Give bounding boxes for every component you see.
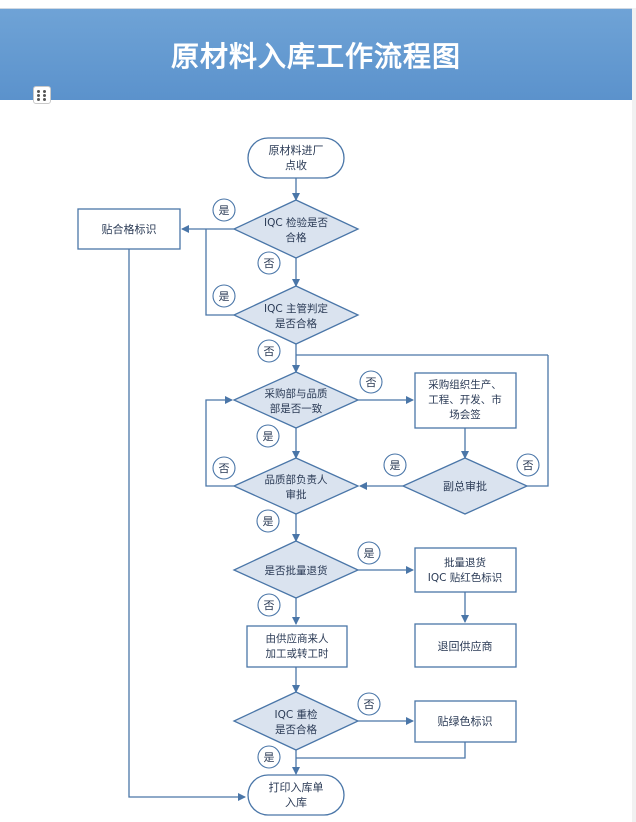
svg-text:否: 否 [264,257,275,270]
qa-head-line2: 审批 [286,488,307,501]
pass-label-text: 贴合格标识 [102,222,157,236]
svg-text:是: 是 [263,430,274,443]
svg-text:是: 是 [390,459,401,472]
svg-text:否: 否 [523,459,534,472]
print-line1: 打印入库单 [269,780,324,794]
vp-approval-diamond [401,457,529,515]
qa-head-diamond [232,457,360,515]
edge-qa-loop [205,396,234,487]
recheck-line1: IQC 重检 [274,708,318,721]
svg-text:是: 是 [264,751,275,764]
recheck-diamond [232,691,360,751]
iqc-check-line1: IQC 检验是否 [264,216,329,229]
return-supplier-box [414,623,517,668]
supervisor-line2: 是否合格 [275,317,317,330]
yes-label-batch: 是 [357,541,381,565]
svg-text:是: 是 [263,515,274,528]
pass-label-box [77,208,181,250]
purchasing-meeting-box [414,372,517,429]
return-label-line1: 批量退货 [444,556,486,569]
iqc-check-line2: 合格 [286,231,307,244]
svg-text:否: 否 [366,376,377,389]
drag-handle-icon[interactable] [33,86,51,104]
recheck-line2: 是否合格 [275,723,317,736]
supplier-rework-line2: 加工或转工时 [266,647,329,660]
yes-label-qa: 是 [256,509,280,533]
edge-labels: 是 否 是 否 否 是 否 是 否 是 是 否 否 是 [212,198,540,769]
supplier-rework-box [246,625,348,668]
yes-label-consistency: 是 [256,424,280,448]
start-line1: 原材料进厂 [269,143,324,157]
no-label-vp: 否 [516,453,540,477]
green-label-text: 贴绿色标识 [438,714,493,728]
start-line2: 点收 [285,158,307,172]
svg-text:是: 是 [364,547,375,560]
consistency-line2: 部是否一致 [270,402,323,415]
svg-text:是: 是 [219,204,230,217]
edge-supervisor-pass [205,229,234,316]
return-supplier-text: 退回供应商 [438,639,493,653]
edge-green-print [296,742,466,759]
purchasing-line1: 采购组织生产、 [428,378,502,391]
page-edge [632,8,636,822]
iqc-check-diamond [232,199,360,259]
title-banner: 原材料入库工作流程图 [0,8,632,100]
svg-text:否: 否 [264,345,275,358]
connectors [128,178,549,801]
supervisor-diamond [232,285,360,345]
purchasing-line3: 场会签 [449,408,481,421]
yes-label-vp: 是 [383,453,407,477]
qa-head-line1: 品质部负责人 [265,473,328,486]
edge-vp-loop [527,355,549,487]
return-label-box [414,547,517,593]
print-line2: 入库 [285,796,307,809]
purchasing-line2: 工程、开发、市 [428,393,502,406]
svg-text:是: 是 [219,290,230,303]
svg-text:否: 否 [219,462,230,475]
edge-pass-print [128,249,246,801]
no-label-consistency: 否 [359,370,383,394]
no-label-qa: 否 [212,456,236,480]
svg-text:否: 否 [364,698,375,711]
no-label-supervisor: 否 [257,339,281,363]
yes-label-supervisor: 是 [212,284,236,308]
no-label-recheck: 否 [357,692,381,716]
green-label-box [414,700,517,743]
supervisor-line1: IQC 主管判定 [264,302,329,315]
return-label-line2: IQC 贴红色标识 [428,571,503,584]
start-node [247,137,345,179]
yes-label-iqc: 是 [212,198,236,222]
supplier-rework-line1: 由供应商来人 [266,632,329,645]
batch-return-text: 是否批量退货 [265,564,328,577]
print-node [247,774,345,816]
yes-label-recheck: 是 [257,745,281,769]
nodes: 原材料进厂 点收 IQC 检验是否 合格 贴合格标识 IQC 主管判定 是否合格… [77,137,529,816]
vp-approval-text: 副总审批 [443,479,487,493]
page-title: 原材料入库工作流程图 [170,40,461,73]
svg-text:否: 否 [264,599,275,612]
no-label-batch: 否 [257,593,281,617]
consistency-diamond [232,371,360,429]
batch-return-diamond [232,540,360,599]
no-label-iqc: 否 [257,251,281,275]
consistency-line1: 采购部与品质 [265,387,328,400]
